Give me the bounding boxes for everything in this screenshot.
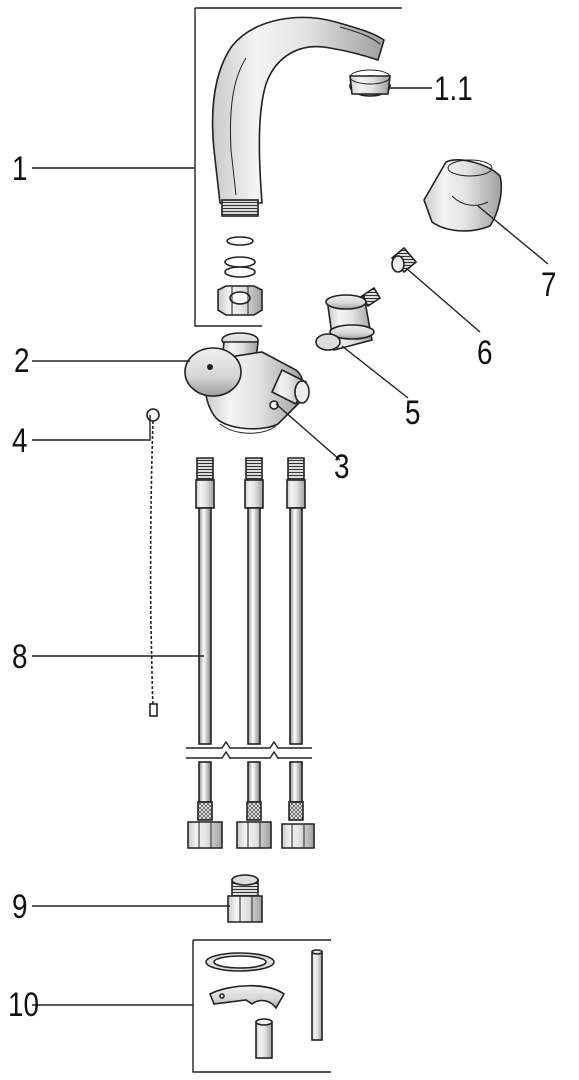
fixing-kit-frame <box>192 939 331 1073</box>
callout-6: 6 <box>477 334 493 372</box>
pull-rod-part <box>146 408 160 717</box>
cartridge-part <box>315 286 382 352</box>
hose-parts <box>186 457 315 849</box>
callout-1-1: 1.1 <box>434 70 473 108</box>
union-nut-part <box>217 285 263 316</box>
callout-7: 7 <box>541 266 557 304</box>
callout-1: 1 <box>12 150 28 188</box>
fixing-kit-parts <box>205 949 323 1059</box>
hose-middle <box>236 457 272 849</box>
callout-9: 9 <box>12 888 28 926</box>
callout-2: 2 <box>14 342 30 380</box>
callout-4: 4 <box>12 422 28 460</box>
small-cap-part <box>390 246 418 274</box>
hose-break-marks <box>186 740 312 759</box>
callout-5: 5 <box>405 394 421 432</box>
aerator-part <box>349 69 391 97</box>
adapter-part <box>227 874 263 923</box>
hose-right <box>281 457 315 849</box>
o-ring-parts <box>224 236 256 278</box>
callout-10: 10 <box>8 986 40 1024</box>
spout-group-frame <box>194 7 402 327</box>
mixer-body-part <box>184 332 310 434</box>
hose-left <box>187 457 223 849</box>
spout-part <box>211 16 385 217</box>
handle-knob-part <box>423 159 503 232</box>
callout-3: 3 <box>334 448 350 486</box>
callout-8: 8 <box>12 638 28 676</box>
leader-lines <box>32 87 549 1006</box>
